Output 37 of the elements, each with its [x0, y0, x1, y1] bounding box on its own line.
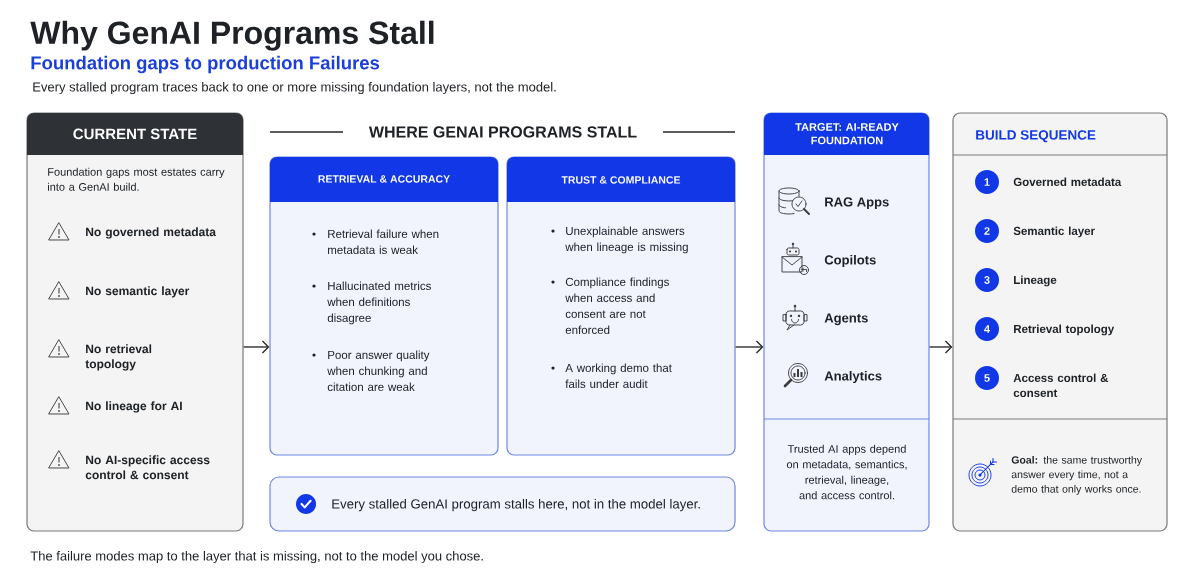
- list-item: No lineage for AI: [86, 401, 182, 413]
- app-label: Copilots: [824, 255, 876, 268]
- panel-header: RETRIEVAL & ACCURACY: [270, 157, 498, 202]
- step-label: Retrieval topology: [1014, 324, 1115, 336]
- title: Why GenAI Programs Stall: [30, 20, 434, 51]
- list-item: No governed metadata: [86, 227, 217, 239]
- panel-header: TARGET: AI-READY FOUNDATION: [764, 113, 929, 155]
- list-item: Poor answer quality when chunking and citation are weak: [327, 350, 430, 391]
- app-label: Agents: [824, 313, 868, 326]
- app-label: Analytics: [824, 371, 882, 384]
- list-item: Hallucinated metrics when definitions disagree: [327, 281, 431, 325]
- list-item: No retrieval topology: [85, 344, 152, 371]
- description: Every stalled program traces back to one or more missing foundation layers, not the model.: [33, 82, 556, 95]
- callout-box: Every stalled GenAI program stalls here, not in the model layer.: [269, 476, 736, 532]
- list-item: A working demo that fails under audit: [565, 363, 672, 388]
- arrow: [928, 340, 953, 354]
- footnote: The failure modes map to the layer that is missing, not to the model you chose.: [30, 550, 483, 564]
- subtitle: Foundation gaps to production Failures: [31, 55, 380, 74]
- arrow: [242, 340, 270, 354]
- step-label: Semantic layer: [1013, 226, 1095, 238]
- panel-header: TRUST & COMPLIANCE: [507, 157, 735, 202]
- list-item: Compliance findings when access and consent are not enforced: [565, 277, 669, 334]
- app-label: RAG Apps: [825, 197, 889, 210]
- note-text: Trusted AI apps depend on metadata, semantics, retrieval, lineage, and access control.: [786, 444, 907, 500]
- list-item: Retrieval failure when metadata is weak: [328, 229, 439, 254]
- panel-heading: BUILD SEQUENCE: [976, 130, 1096, 143]
- list-item: Unexplainable answers when lineage is missing: [565, 226, 688, 254]
- arrow: [734, 340, 764, 354]
- step-label: Lineage: [1014, 275, 1057, 287]
- list-item: No semantic layer: [86, 286, 190, 298]
- panel-header: CURRENT STATE: [27, 113, 243, 155]
- intro-text: Foundation gaps most estates carry into a GenAI build.: [48, 167, 225, 191]
- section-heading: WHERE GENAI PROGRAMS STALL: [368, 126, 637, 138]
- goal-text: Goal: the same trustworthy answer every time, not a demo that only works once.: [1011, 455, 1142, 495]
- step-label: Access control & consent: [1013, 373, 1109, 397]
- list-item: No AI-specific access control & consent: [85, 455, 210, 480]
- step-label: Governed metadata: [1013, 177, 1122, 186]
